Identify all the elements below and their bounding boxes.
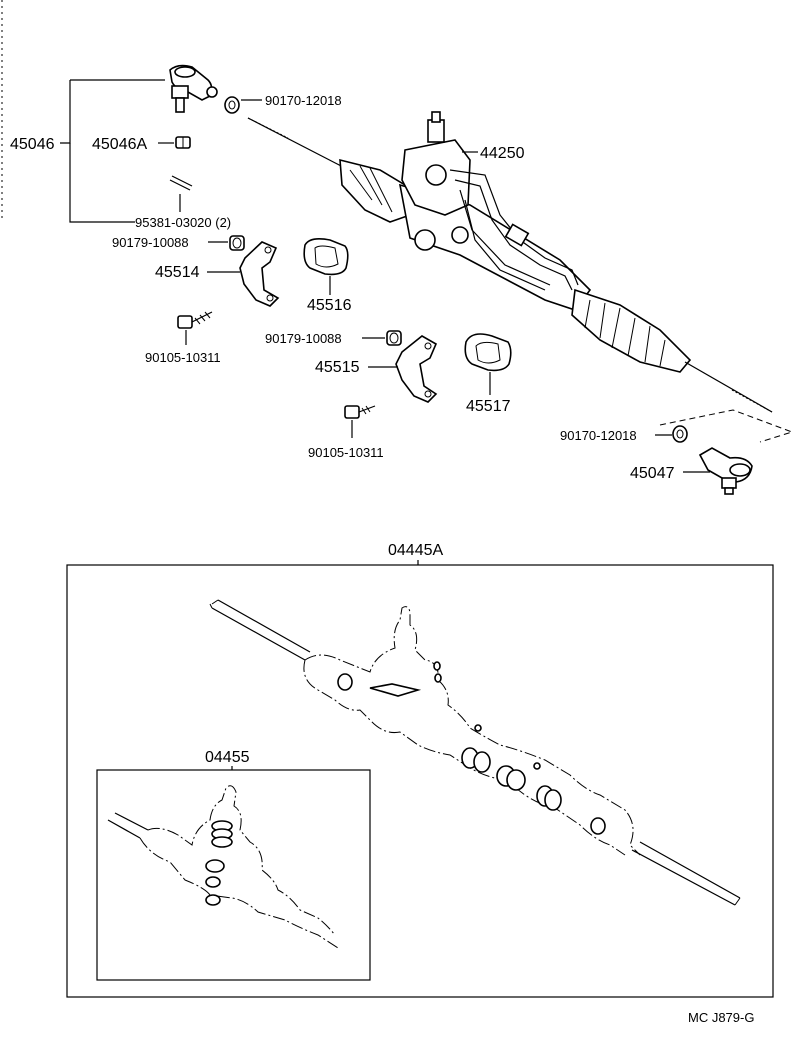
label-90170-bottom: 90170-12018 — [560, 428, 637, 443]
nut-90170-bottom — [672, 425, 688, 443]
label-45517: 45517 — [466, 398, 511, 415]
label-45047: 45047 — [630, 465, 675, 482]
label-45515: 45515 — [315, 359, 360, 376]
bolt-90105-a — [177, 311, 213, 329]
bushing-90179-a — [229, 235, 245, 251]
label-45046A: 45046A — [92, 136, 147, 153]
bolt-90105-b — [344, 405, 376, 419]
label-95381: 95381-03020 (2) — [135, 215, 231, 230]
label-90179-b: 90179-10088 — [265, 331, 342, 346]
steering-rack-assembly — [247, 111, 773, 413]
label-04455: 04455 — [205, 749, 250, 766]
nut-90170-top — [224, 96, 240, 114]
bracket-45515 — [395, 335, 438, 403]
tie-rod-end-top — [169, 64, 218, 113]
grommet-45517 — [464, 333, 512, 372]
cotter-pin — [169, 175, 193, 191]
kit-04445A-frame — [66, 564, 774, 998]
kit-04455-frame — [96, 769, 371, 981]
label-90170-top: 90170-12018 — [265, 93, 342, 108]
bracket-45046 — [60, 79, 165, 223]
bushing-90179-b — [386, 330, 402, 346]
bracket-45514 — [239, 241, 280, 307]
nut-45046A — [175, 136, 191, 149]
footer-code: MC J879-G — [688, 1010, 754, 1025]
label-04445A: 04445A — [388, 542, 443, 559]
grommet-45516 — [303, 238, 349, 276]
label-90105-b: 90105-10311 — [308, 445, 384, 460]
label-45046: 45046 — [10, 136, 55, 153]
kit-04455-outline — [107, 785, 339, 949]
label-90179-a: 90179-10088 — [112, 235, 189, 250]
tie-rod-end-bottom — [698, 447, 753, 495]
label-45514: 45514 — [155, 264, 200, 281]
dashed-guide-right — [659, 409, 794, 443]
label-44250: 44250 — [480, 145, 525, 162]
kit-04445A-outline — [209, 599, 741, 906]
label-45516: 45516 — [307, 297, 352, 314]
label-90105-a: 90105-10311 — [145, 350, 221, 365]
